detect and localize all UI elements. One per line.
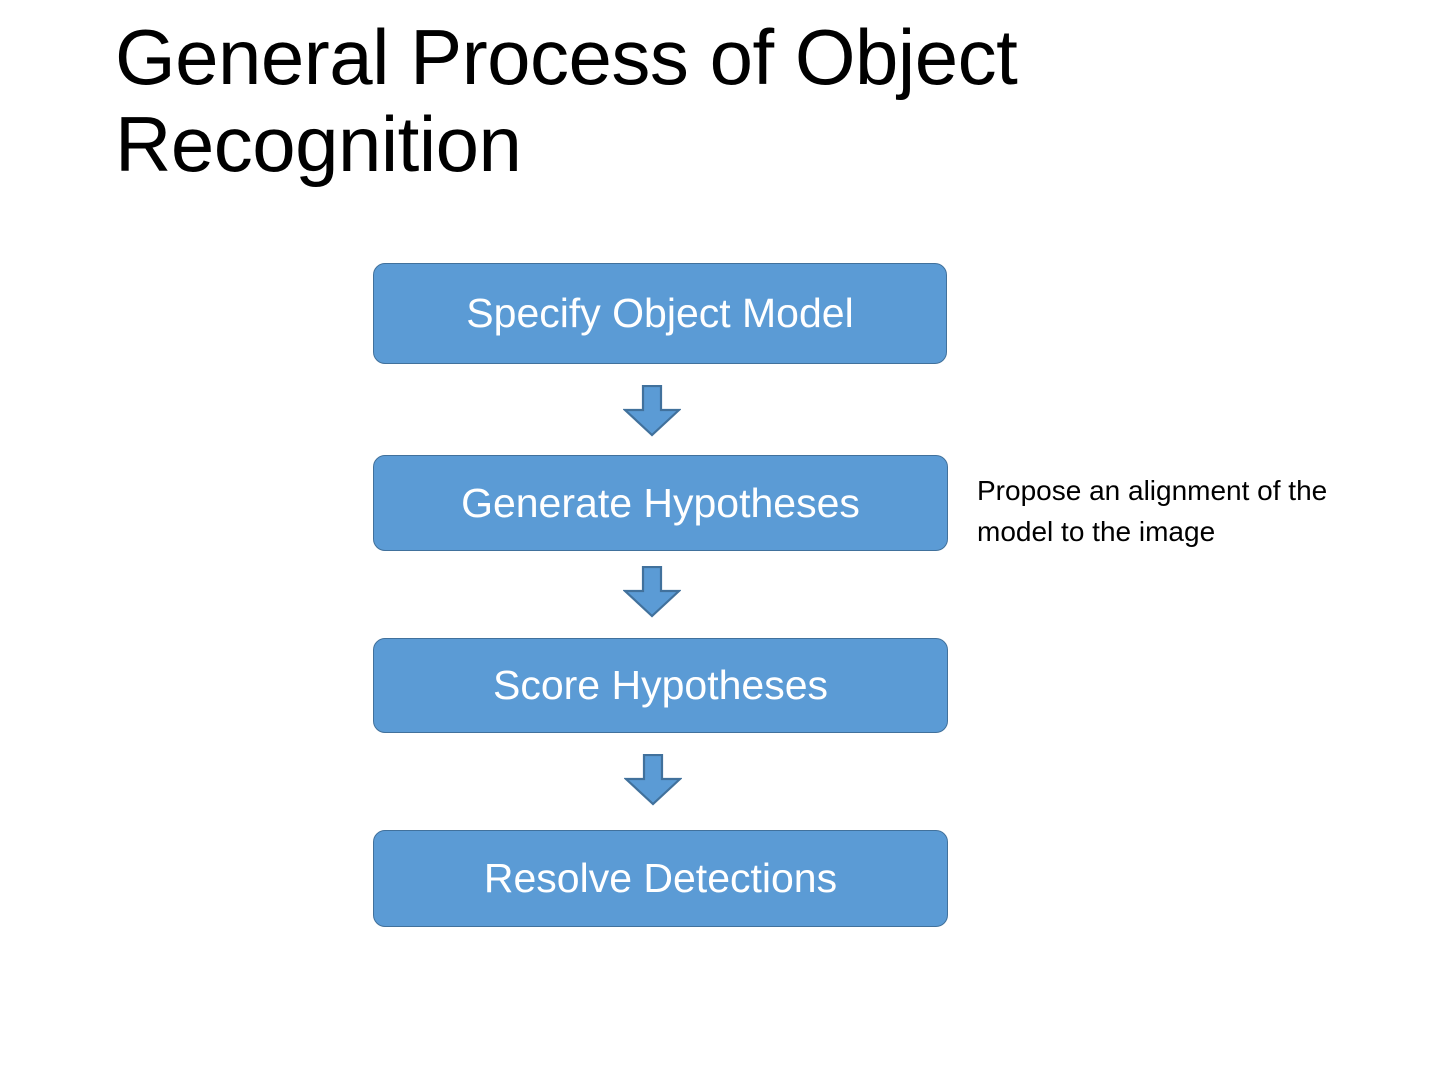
flow-step-annotation: Propose an alignment of the model to the… [977,475,1328,547]
down-arrow-icon [624,754,682,806]
down-arrow-icon [623,385,681,437]
down-arrow-icon [623,566,681,618]
flow-step-specify-object-model[interactable]: Specify Object Model [373,263,947,364]
flow-step-label: Resolve Detections [483,855,838,901]
page-title: General Process of Object Recognition [115,13,1018,189]
flow-step-label: Score Hypotheses [492,662,828,708]
flow-step-score-hypotheses[interactable]: Score Hypotheses [373,638,948,733]
flow-step-generate-hypotheses[interactable]: Generate Hypotheses [373,455,948,551]
flow-step-label: Generate Hypotheses [461,479,860,526]
flow-step-label: Specify Object Model [466,290,854,336]
flow-step-resolve-detections[interactable]: Resolve Detections [373,830,948,927]
